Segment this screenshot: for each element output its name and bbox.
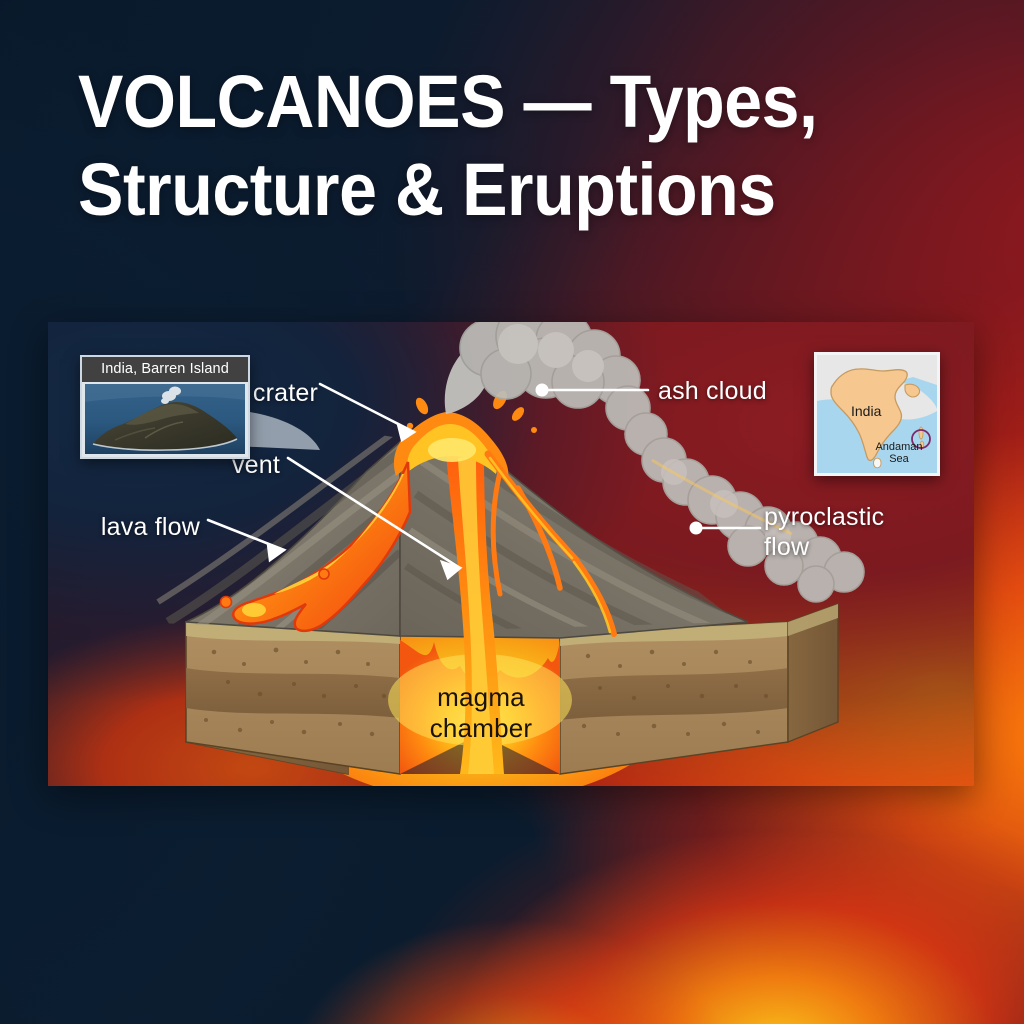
- inset-barren-island-photo[interactable]: India, Barren Island: [80, 355, 250, 459]
- leader-line-vent: [286, 456, 463, 581]
- inset-photo-image: [85, 384, 245, 454]
- leader-line-ash-cloud: [535, 383, 650, 397]
- page-title: VOLCANOES — Types, Structure & Eruptions: [78, 58, 958, 234]
- label-lava-flow: lava flow: [100, 513, 200, 541]
- crust-layers-left: [185, 621, 401, 775]
- label-crater: crater: [252, 379, 318, 407]
- crust-layers-right: [559, 603, 839, 775]
- page-title-line-2: Structure & Eruptions: [78, 148, 776, 231]
- volcanic-conduit-vent: [446, 450, 504, 774]
- india-map-illustration: [817, 355, 937, 473]
- label-magma-chamber: magma chamber: [429, 682, 533, 743]
- label-pyroclastic-flow: pyroclastic flow: [764, 503, 885, 561]
- barren-island-illustration: [85, 384, 245, 454]
- leader-line-pyroclastic-flow: [689, 521, 762, 535]
- page-title-line-1: VOLCANOES — Types,: [78, 60, 818, 143]
- crater-and-summit-lava: [393, 390, 537, 478]
- leader-line-lava-flow: [206, 518, 287, 563]
- label-ash-cloud: ash cloud: [658, 377, 767, 405]
- inset-india-map[interactable]: India Andaman Sea: [814, 352, 940, 476]
- inset-photo-callout-wedge: [234, 410, 320, 450]
- leader-line-crater: [318, 382, 417, 443]
- lava-rivulets-right-core: [488, 456, 612, 634]
- location-circle-icon: [911, 429, 931, 449]
- lava-flow: [219, 461, 412, 633]
- inset-photo-caption: India, Barren Island: [82, 357, 248, 382]
- label-leader-lines: [206, 382, 762, 581]
- volcano-cross-section-illustration: [156, 322, 865, 786]
